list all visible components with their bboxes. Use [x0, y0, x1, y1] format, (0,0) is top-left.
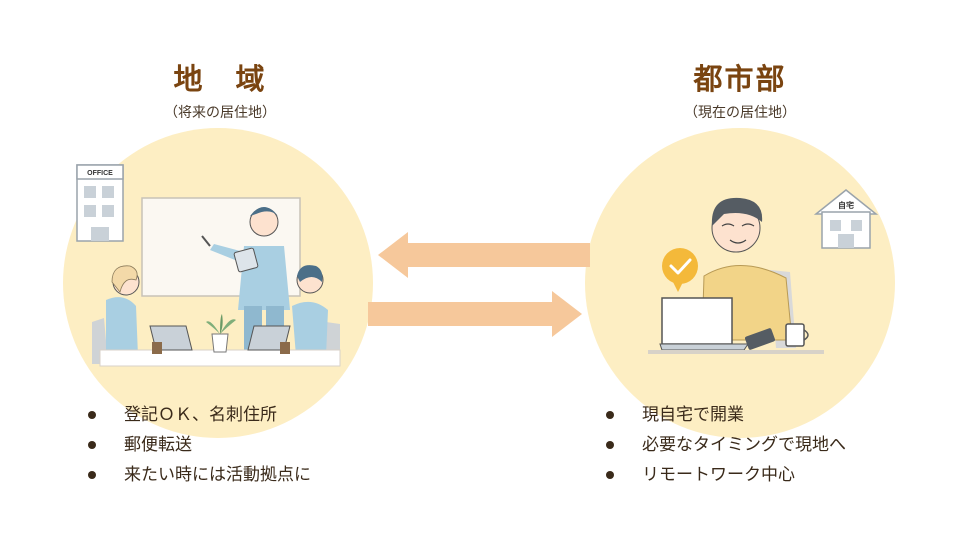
- region-title: 地 域: [173, 62, 267, 96]
- desk: [648, 350, 824, 354]
- house-sign: 自宅: [838, 200, 854, 210]
- woman-person: [92, 265, 140, 364]
- list-item: 登記ＯＫ、名刺住所: [86, 400, 311, 430]
- arrow-to-city: [368, 291, 582, 337]
- city-benefits-list: 現自宅で開業 必要なタイミングで現地へ リモートワーク中心: [604, 400, 846, 490]
- region-subtitle: （将来の居住地）: [164, 105, 276, 121]
- office-sign: OFFICE: [87, 170, 113, 177]
- house-icon: 自宅: [813, 189, 879, 249]
- list-item: 郵便転送: [86, 430, 311, 460]
- worker-person: [701, 197, 796, 348]
- mug-icon: [785, 323, 809, 347]
- arrow-to-region: [378, 232, 590, 278]
- cup-icon: [280, 342, 290, 354]
- city-title: 都市部: [693, 62, 787, 96]
- cup-icon: [152, 342, 162, 354]
- laptop-icon: [659, 297, 749, 351]
- city-subtitle: （現在の居住地）: [684, 105, 796, 121]
- list-item: リモートワーク中心: [604, 460, 846, 490]
- check-badge-icon: [662, 248, 698, 292]
- plant-icon: [206, 314, 236, 353]
- phone-icon: [745, 328, 775, 350]
- list-item: 現自宅で開業: [604, 400, 846, 430]
- region-benefits-list: 登記ＯＫ、名刺住所 郵便転送 来たい時には活動拠点に: [86, 400, 311, 490]
- list-item: 来たい時には活動拠点に: [86, 460, 311, 490]
- list-item: 必要なタイミングで現地へ: [604, 430, 846, 460]
- office-building-icon: OFFICE: [76, 164, 124, 242]
